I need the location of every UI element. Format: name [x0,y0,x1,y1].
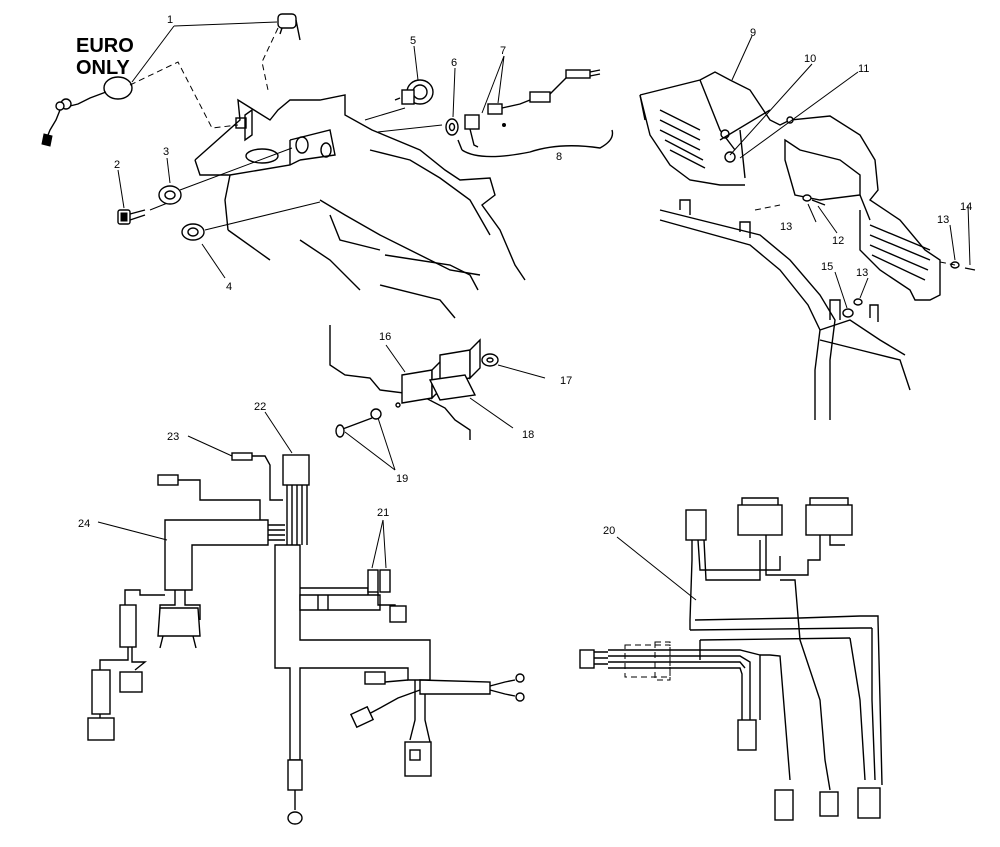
part-6-washer [445,118,459,136]
callout-12: 12 [832,235,844,247]
part-5-switch [394,79,434,105]
callout-9: 9 [750,27,756,39]
callout-23: 23 [167,431,179,443]
callout-20: 20 [603,525,615,537]
callout-3: 3 [163,146,169,158]
callout-22: 22 [254,401,266,413]
regulator-bracket [329,325,499,440]
callout-labels: 1 2 3 4 5 6 7 8 9 10 11 12 13 13 13 14 1… [78,14,972,537]
part-7-8-switch-assembly [457,69,614,158]
callout-7: 7 [500,45,506,57]
callout-16: 16 [379,331,391,343]
part-2-screw [117,209,146,225]
callout-11: 11 [858,63,869,75]
euro-only-label-line2: ONLY [76,57,130,79]
part-3-nut [158,185,182,205]
callout-13b: 13 [937,214,949,226]
callout-8: 8 [556,151,562,163]
callout-2: 2 [114,159,120,171]
callout-10: 10 [804,53,816,65]
callout-24: 24 [78,518,90,530]
callout-14: 14 [960,201,972,213]
euro-only-label-line1: EURO [76,35,134,57]
callout-21: 21 [377,507,389,519]
callout-5: 5 [410,35,416,47]
harness-20 [579,497,883,821]
console-assembly [41,13,526,319]
callout-19: 19 [396,473,408,485]
callout-6: 6 [451,57,457,69]
part-4-bushing [181,223,205,241]
main-wire-harness [87,452,525,825]
callout-4: 4 [226,281,232,293]
callout-1: 1 [167,14,173,26]
callout-17: 17 [560,375,572,387]
leader-lines [97,21,971,601]
callout-15: 15 [821,261,833,273]
callout-13c: 13 [856,267,868,279]
callout-13a: 13 [780,221,792,233]
key-switch-euro [41,13,301,147]
callout-18: 18 [522,429,534,441]
side-panel-assembly [639,71,976,420]
